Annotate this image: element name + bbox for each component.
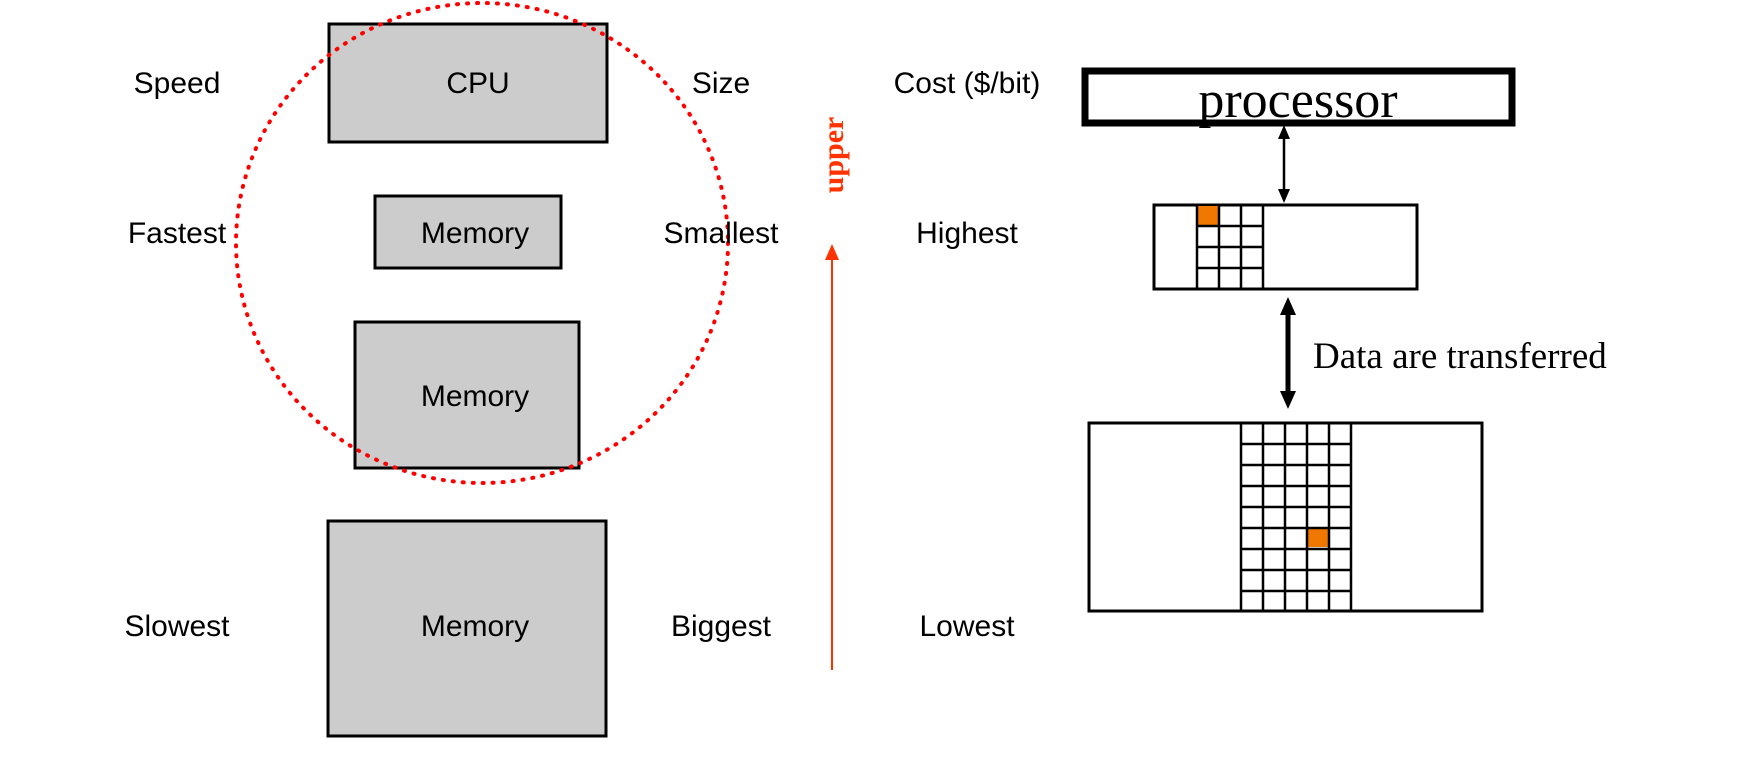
processor-label: processor [1198,72,1397,129]
processor-cache-arrow-head-down [1278,189,1290,203]
transfer-label: Data are transferred [1313,336,1607,377]
main-memory-grid [1239,423,1353,611]
size-smallest-label: Smallest [663,217,779,250]
size-biggest-label: Biggest [671,610,772,643]
upper-label: upper [817,117,850,194]
memory-box-level1 [373,194,563,270]
main-memory-highlighted-cell [1308,529,1328,547]
speed-header: Speed [134,67,221,100]
cost-header: Cost ($/bit) [894,67,1041,100]
cache-highlighted-cell [1198,206,1218,226]
transfer-arrow-head-up [1280,297,1296,315]
cpu-label: CPU [446,67,509,100]
highlight-dotted-circle [234,1,730,485]
processor-box [1081,67,1516,127]
cpu-box [327,22,609,144]
speed-fastest-label: Fastest [128,217,227,250]
upper-arrow-head [825,244,839,260]
memory-box-level2 [353,320,581,470]
memory-label-level3: Memory [421,610,529,643]
memory-label-level2: Memory [421,380,529,413]
memory-label-level1: Memory [421,217,529,250]
processor-cache-arrow-head-up [1278,125,1290,139]
cache-grid [1195,205,1265,289]
cache-block [1152,203,1419,291]
cost-highest-label: Highest [916,217,1018,250]
transfer-arrow-head-down [1280,391,1296,409]
memory-box-level3 [326,519,608,738]
size-header: Size [692,67,750,100]
cost-lowest-label: Lowest [919,610,1015,643]
speed-slowest-label: Slowest [124,610,230,643]
